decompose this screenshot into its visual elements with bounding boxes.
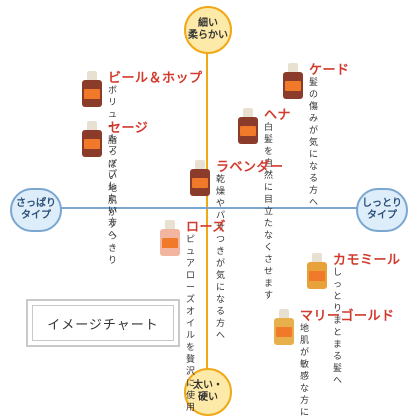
axis-label-right: しっとり タイプ xyxy=(356,188,408,232)
chart-title-box: イメージチャート xyxy=(26,299,180,347)
product-description: 乾燥やパサつきが 気になる方へ xyxy=(216,175,226,342)
axis-label-top: 細い 柔らかい xyxy=(184,6,232,54)
product-name: ケード xyxy=(309,62,350,78)
product-description: しっとり まとまる髪へ xyxy=(333,267,343,386)
product-name: ラベンダー xyxy=(216,160,284,176)
bottle-icon xyxy=(307,252,327,289)
product-name: ローズ xyxy=(186,219,226,235)
axis-label-left: さっぱり タイプ xyxy=(10,188,62,232)
product-description: 白髪を自然に 目立たなくさせます xyxy=(264,122,274,301)
bottle-icon xyxy=(82,120,102,157)
product-name: セージ xyxy=(108,120,149,136)
bottle-icon xyxy=(238,107,258,144)
product-description: ピュアローズオイルを 贅沢に使用 xyxy=(186,234,196,413)
product-name: カモミール xyxy=(333,252,401,268)
bottle-icon xyxy=(82,71,102,108)
product-name: ヘナ xyxy=(264,107,292,123)
bottle-icon xyxy=(283,62,303,99)
product-description: 脂っぽい 地肌がすっきり xyxy=(108,135,118,266)
product-name: マリーゴールド xyxy=(300,308,395,324)
product-description: 地肌が敏感な方に xyxy=(300,323,310,418)
product-description: ボリュームアップ したい方へ xyxy=(108,86,118,241)
product-name: ビール＆ホップ xyxy=(108,71,203,87)
horizontal-axis xyxy=(52,207,364,209)
axis-label-bottom: 太い・ 硬い xyxy=(184,368,232,416)
bottle-icon xyxy=(274,308,294,345)
chart-title: イメージチャート xyxy=(32,305,174,341)
bottle-icon xyxy=(190,160,210,197)
product-description: 髪の傷みが 気になる方へ xyxy=(309,77,319,208)
bottle-icon xyxy=(160,219,180,256)
vertical-axis xyxy=(206,30,208,382)
